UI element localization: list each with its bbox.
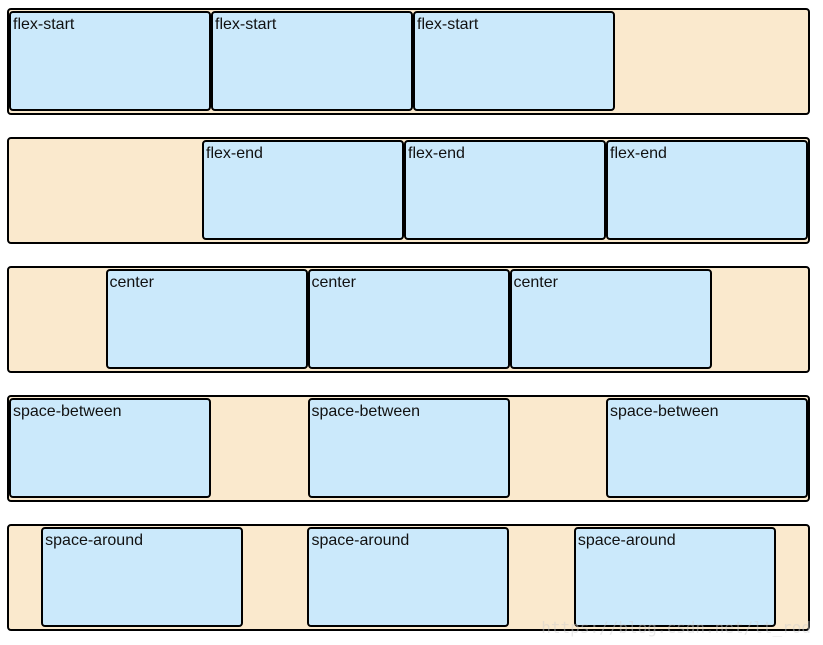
flex-item: space-between xyxy=(606,398,808,498)
flex-item: flex-end xyxy=(606,140,808,240)
container-space-around: space-around space-around space-around xyxy=(7,524,810,631)
flex-item: flex-end xyxy=(202,140,404,240)
flex-item: flex-end xyxy=(404,140,606,240)
container-flex-end: flex-end flex-end flex-end xyxy=(7,137,810,244)
flex-item: space-around xyxy=(573,527,776,627)
flex-item: flex-start xyxy=(211,11,413,111)
flex-item: space-around xyxy=(41,527,244,627)
flex-item: space-between xyxy=(307,398,510,498)
flex-item: center xyxy=(509,269,712,369)
container-flex-start: flex-start flex-start flex-start xyxy=(7,8,810,115)
container-center: center center center xyxy=(7,266,810,373)
flex-item: space-between xyxy=(9,398,211,498)
container-space-between: space-between space-between space-betwee… xyxy=(7,395,810,502)
flex-item: flex-start xyxy=(9,11,211,111)
flex-item: space-around xyxy=(307,527,510,627)
flex-item: center xyxy=(105,269,308,369)
flex-item: flex-start xyxy=(413,11,615,111)
flex-item: center xyxy=(307,269,510,369)
